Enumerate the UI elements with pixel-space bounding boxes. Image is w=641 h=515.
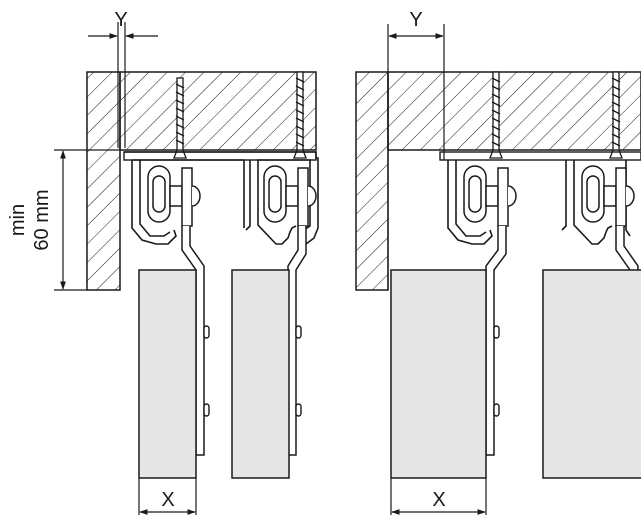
left-wall (86, 71, 121, 291)
left-assembly (86, 71, 319, 479)
left-roller-2 (263, 165, 317, 227)
right-door-panel-1 (390, 269, 487, 479)
right-wall (355, 71, 389, 291)
right-roller-2 (581, 165, 635, 227)
left-ceiling (119, 71, 317, 151)
left-roller-1 (147, 165, 201, 227)
right-hanger-1 (485, 226, 507, 456)
dimension-height-label-min: min (7, 204, 29, 236)
dimension-y-right-label: Y (409, 9, 422, 31)
dimension-height-label-value: 60 mm (31, 189, 53, 250)
right-assembly (355, 71, 641, 479)
dimension-x-right (390, 478, 487, 515)
left-hanger-1 (181, 226, 205, 456)
dimension-y-right (387, 24, 445, 290)
right-bolts (493, 325, 500, 417)
left-hanger-2 (287, 226, 307, 456)
left-bolts (203, 325, 302, 417)
dimension-y-left (88, 22, 158, 148)
right-roller-1 (463, 165, 517, 227)
right-door-panel-2 (542, 269, 641, 479)
right-ceiling (387, 71, 641, 151)
dimension-y-left-label: Y (114, 9, 127, 31)
right-screw-2 (609, 71, 623, 159)
dimension-x-right-label: X (432, 489, 445, 511)
left-door-panel-1 (138, 269, 197, 479)
left-track-profile (124, 151, 319, 246)
left-screw-1 (173, 77, 187, 159)
right-track-profile (447, 160, 631, 245)
left-screw-2 (293, 71, 307, 159)
dimension-height (54, 149, 120, 291)
left-door-panel-2 (231, 269, 290, 479)
dimension-x-left (138, 478, 197, 515)
dimension-x-left-label: X (161, 489, 174, 511)
